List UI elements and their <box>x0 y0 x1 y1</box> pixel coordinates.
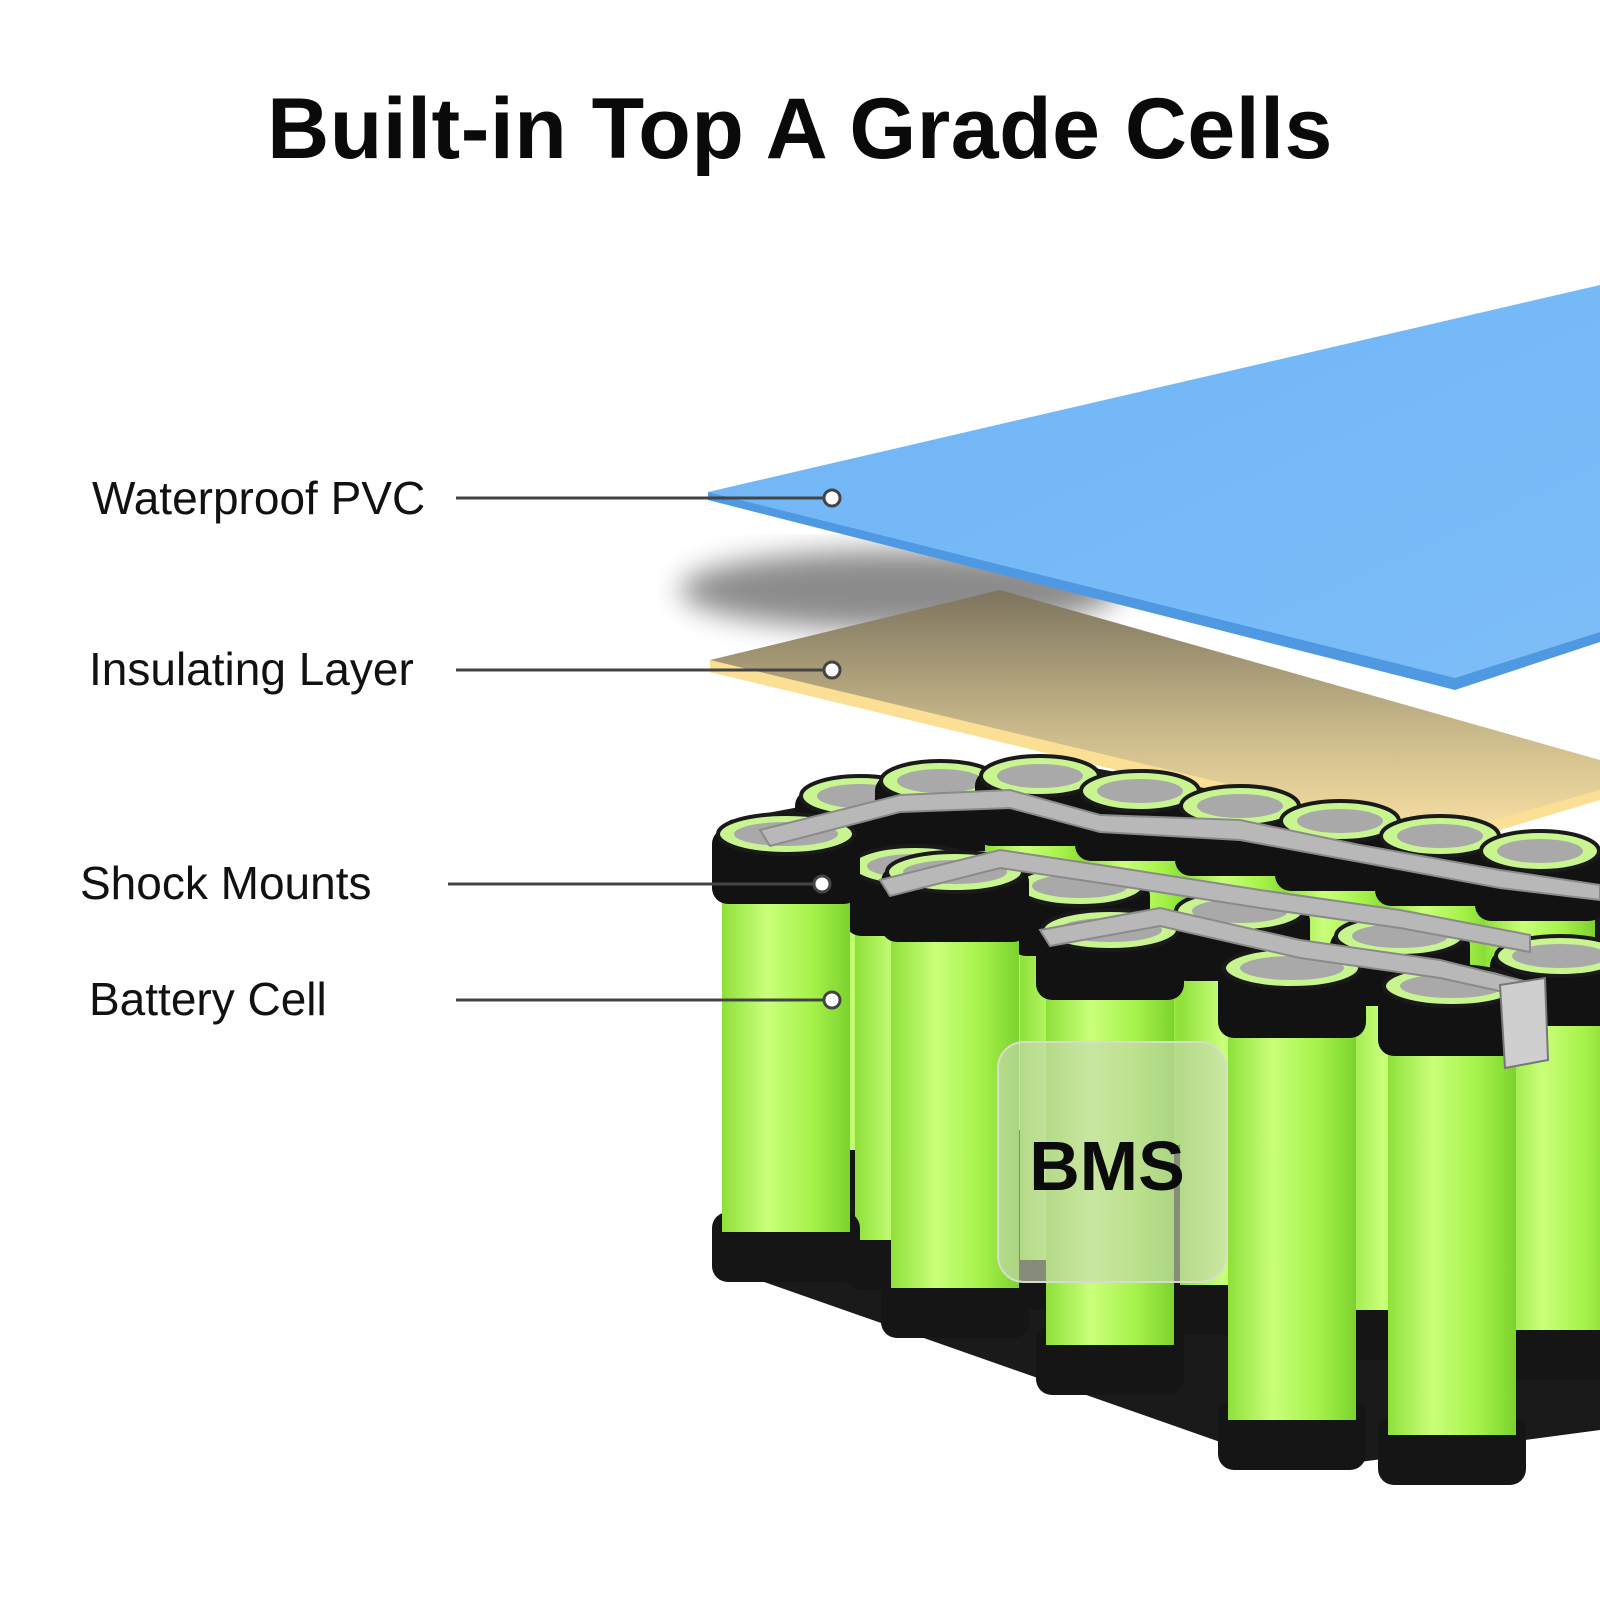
leader-dot-insulating <box>822 660 842 680</box>
cell-contact <box>1097 779 1183 803</box>
insulating-layer <box>710 590 1600 845</box>
cell-contact <box>1397 824 1483 848</box>
nickel-strip <box>758 788 1600 902</box>
cell-contact <box>1297 809 1383 833</box>
cell-body <box>1388 1020 1516 1435</box>
leader-dot-cell <box>822 990 842 1010</box>
bms-module: BMS <box>997 1041 1227 1283</box>
cell-body <box>1228 1002 1356 1420</box>
cell-contact <box>997 764 1083 788</box>
cell-contact <box>1197 794 1283 818</box>
cell-contact <box>1512 944 1600 968</box>
cell-contact <box>1240 956 1344 980</box>
waterproof-pvc-layer <box>708 285 1600 688</box>
label-shock-mounts: Shock Mounts <box>80 857 372 909</box>
leader-dot-pvc <box>822 488 842 508</box>
leader-dot-shock <box>812 874 832 894</box>
cell-contact <box>897 769 983 793</box>
label-battery-cell: Battery Cell <box>89 973 327 1025</box>
cell-body <box>722 868 850 1232</box>
bms-label: BMS <box>1029 1127 1185 1205</box>
cell-contact <box>1497 839 1583 863</box>
waterproof-pvc-edge <box>708 492 1600 690</box>
leader-lines <box>448 488 842 1010</box>
battery-cell <box>1218 946 1366 1470</box>
terminal-tab <box>1498 976 1550 1070</box>
nickel-strip <box>878 848 1531 954</box>
label-waterproof-pvc: Waterproof PVC <box>92 472 426 524</box>
page-title: Built-in Top A Grade Cells <box>267 81 1333 177</box>
label-insulating-layer: Insulating Layer <box>89 643 414 695</box>
